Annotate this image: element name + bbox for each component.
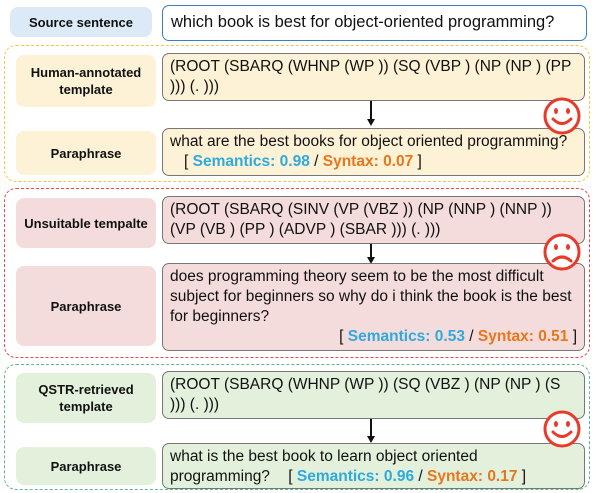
- score-bracket: [: [288, 468, 293, 485]
- panel-qstr-retrieved: [4, 364, 590, 490]
- syntax-score: 0.17: [487, 468, 518, 485]
- semantics-score: 0.98: [279, 153, 310, 170]
- syntax-score: 0.51: [538, 328, 569, 345]
- source-sentence: which book is best for object-oriented p…: [171, 13, 555, 31]
- arrow-head: [367, 436, 375, 443]
- paraphrase-text: what is the best book to learn object or…: [170, 448, 478, 485]
- smile-face-icon: [543, 97, 581, 135]
- syntax-label: Syntax:: [477, 328, 534, 345]
- template-box: (ROOT (SBARQ (SINV (VP (VBZ )) (NP (NNP …: [162, 196, 585, 244]
- template-text: (ROOT (SBARQ (WHNP (WP )) (SQ (VBP ) (NP…: [170, 58, 572, 95]
- arrow-head: [367, 119, 375, 126]
- paraphrase-box: what is the best book to learn object or…: [162, 443, 585, 489]
- frown-face-icon: [543, 233, 581, 271]
- template-label: Human-annotated template: [16, 55, 156, 107]
- template-box: (ROOT (SBARQ (WHNP (WP )) (SQ (VBZ ) (NP…: [162, 371, 585, 419]
- arrow-shaft: [370, 101, 372, 120]
- syntax-label: Syntax:: [322, 153, 379, 170]
- paraphrase-text: what are the best books for object orien…: [170, 133, 568, 150]
- paraphrase-box: what are the best books for object orien…: [162, 128, 585, 176]
- arrow-shaft: [370, 419, 372, 438]
- paraphrase-label: Paraphrase: [16, 266, 156, 346]
- paraphrase-box: does programming theory seem to be the m…: [162, 263, 585, 351]
- score-bracket: [: [339, 328, 344, 345]
- syntax-label: Syntax:: [427, 468, 483, 485]
- semantics-score: 0.53: [434, 328, 465, 345]
- smile-face-icon: [543, 410, 581, 448]
- score-separator: /: [469, 328, 474, 345]
- score-bracket-close: ]: [521, 468, 527, 485]
- semantics-label: Semantics:: [192, 153, 276, 170]
- score-bracket-close: ]: [572, 328, 577, 345]
- syntax-score: 0.07: [383, 153, 414, 170]
- arrow-head: [367, 257, 375, 264]
- semantics-label: Semantics:: [296, 468, 380, 485]
- score-separator: /: [418, 468, 423, 485]
- template-text: (ROOT (SBARQ (WHNP (WP )) (SQ (VBZ ) (NP…: [170, 376, 561, 413]
- arrow-shaft: [370, 244, 372, 259]
- score-bracket: [: [184, 153, 189, 170]
- semantics-label: Semantics:: [347, 328, 431, 345]
- paraphrase-label: Paraphrase: [16, 131, 156, 175]
- score-bracket-close: ]: [417, 153, 422, 170]
- panel-human-annotated: [4, 45, 590, 182]
- source-label-text: Source sentence: [28, 14, 134, 30]
- score-separator: /: [314, 153, 319, 170]
- template-label: Unsuitable tempalte: [16, 198, 156, 248]
- paraphrase-label: Paraphrase: [16, 447, 156, 485]
- panel-unsuitable: [4, 188, 590, 358]
- semantics-score: 0.96: [383, 468, 415, 485]
- paraphrase-text: does programming theory seem to be the m…: [170, 268, 572, 325]
- template-box: (ROOT (SBARQ (WHNP (WP )) (SQ (VBP ) (NP…: [162, 53, 585, 101]
- source-label: Source sentence: [10, 7, 152, 37]
- template-label: QSTR-retrieved template: [16, 373, 156, 423]
- template-text: (ROOT (SBARQ (SINV (VP (VBZ )) (NP (NNP …: [170, 201, 552, 238]
- source-sentence-box: which book is best for object-oriented p…: [162, 5, 587, 41]
